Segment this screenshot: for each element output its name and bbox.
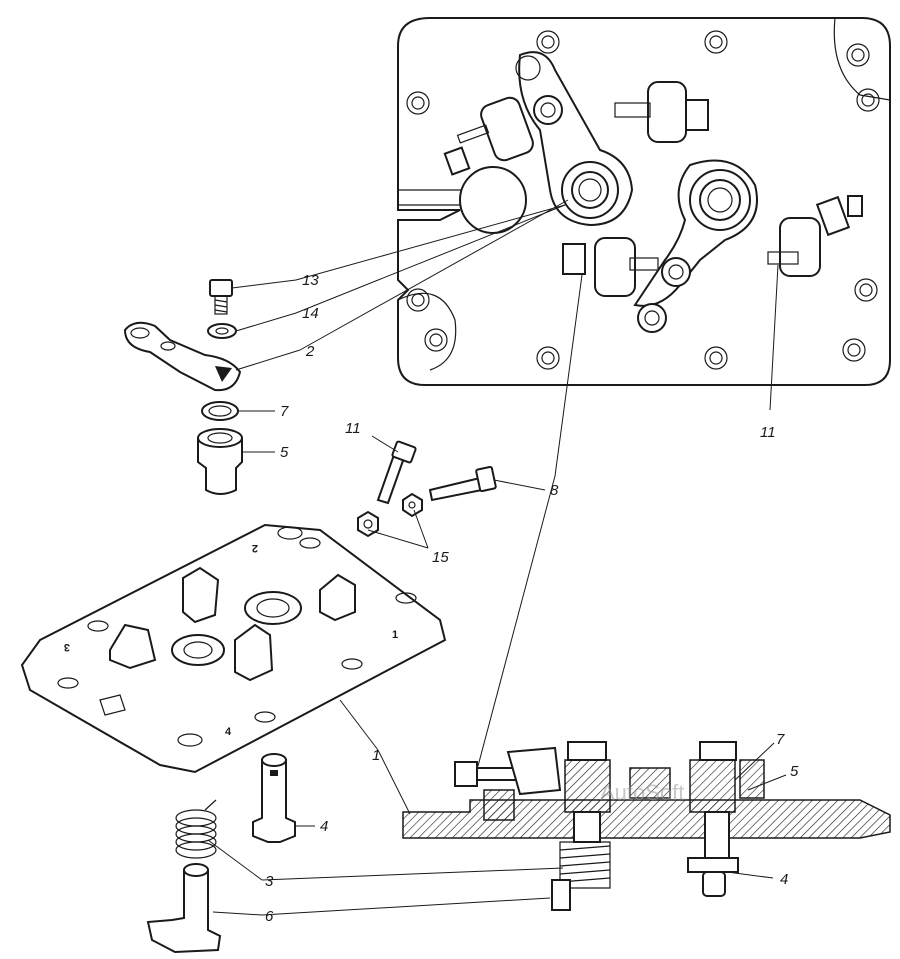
part-1-base-plate: 2 1 3 4	[20, 523, 447, 774]
callout-7: 7	[280, 403, 289, 420]
callout-8: 8	[550, 482, 559, 499]
callout-labels: 13 14 2 7 5 11 11 8 15 1 4 3 6 7 5 4	[265, 272, 799, 925]
watermark: AutoSoft	[600, 780, 684, 805]
part-15-nuts	[357, 492, 423, 538]
plate-mark-4: 4	[225, 726, 232, 738]
leader-lines	[207, 199, 787, 916]
plate-mark-2: 2	[252, 542, 258, 554]
lever-assembly-left	[515, 51, 634, 227]
bolt-holes	[406, 30, 880, 370]
callout-14: 14	[302, 305, 319, 322]
callout-7-section: 7	[776, 731, 785, 748]
callout-11-right: 11	[760, 424, 776, 441]
lever-assembly-right	[633, 159, 758, 333]
callout-5: 5	[280, 444, 289, 461]
plate-mark-3: 3	[64, 641, 70, 653]
callout-2: 2	[305, 343, 315, 360]
part-2-lever	[123, 321, 242, 392]
callout-11-left: 11	[345, 420, 361, 437]
assembled-plate-top-view	[397, 17, 891, 386]
part-14-washer	[207, 323, 237, 339]
callout-15: 15	[432, 549, 449, 566]
part-4-shaft	[252, 753, 296, 843]
callout-1: 1	[372, 747, 380, 764]
adjuster-screws	[443, 81, 863, 297]
callout-5-section: 5	[790, 763, 799, 780]
plate-mark-1: 1	[392, 629, 398, 641]
callout-4-left: 4	[320, 818, 328, 835]
callout-3: 3	[265, 873, 274, 890]
part-7-ring	[201, 401, 239, 421]
part-8-screw	[428, 465, 497, 502]
callout-13: 13	[302, 272, 319, 289]
part-5-bushing	[197, 428, 243, 495]
part-13-bolt	[209, 279, 233, 315]
callout-6: 6	[265, 908, 274, 925]
part-3-spring	[175, 799, 217, 859]
part-6-lever-shaft	[146, 863, 222, 954]
port-opening	[459, 166, 527, 234]
cross-section-view: AutoSoft	[402, 741, 891, 911]
part-11-screw	[376, 440, 417, 505]
callout-4-section: 4	[780, 871, 788, 888]
